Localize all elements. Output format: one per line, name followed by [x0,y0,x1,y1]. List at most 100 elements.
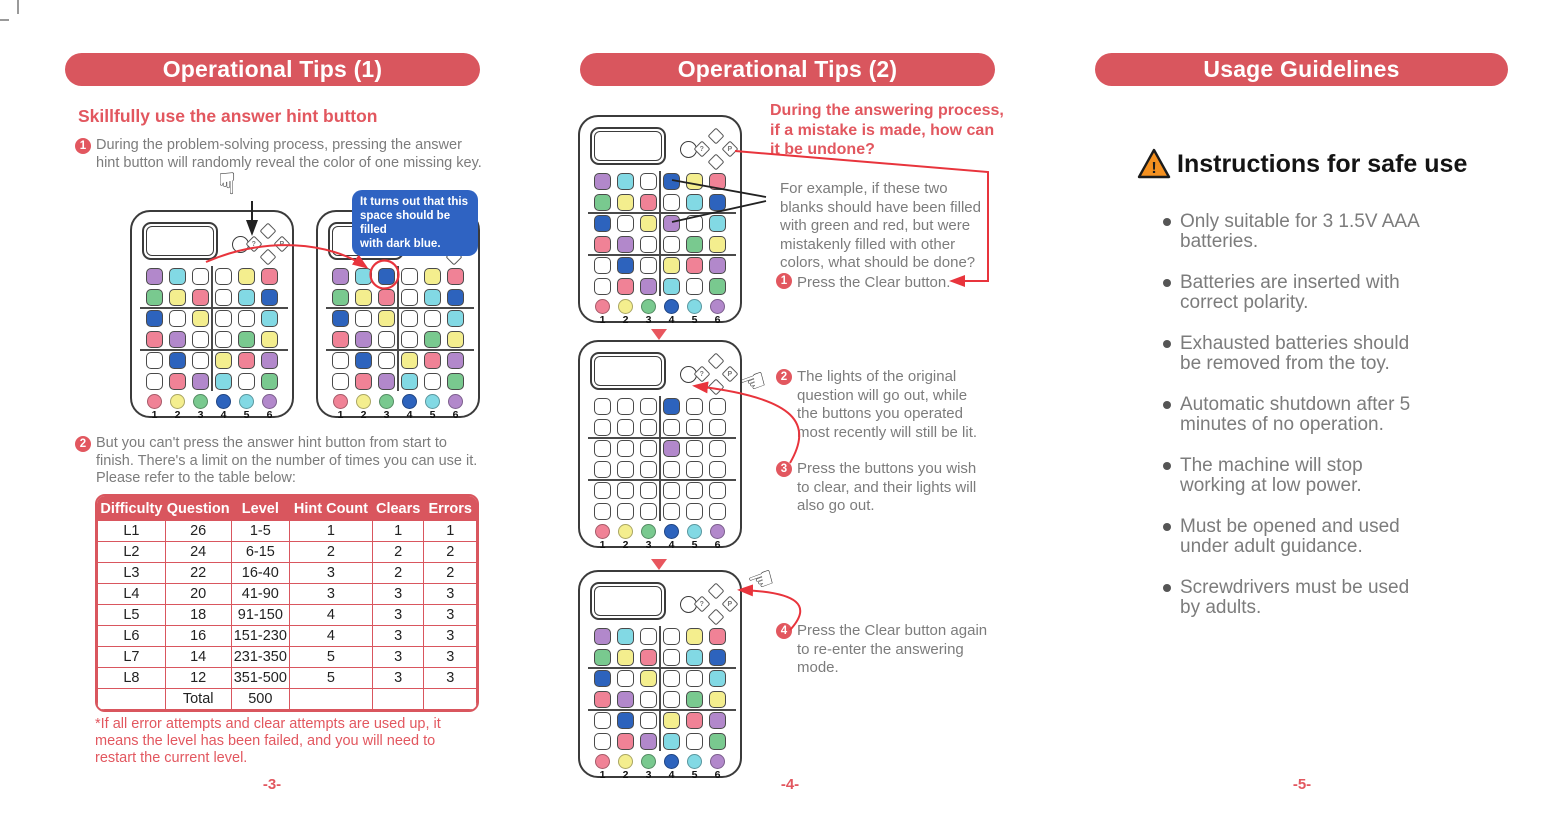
key-cell [378,331,395,348]
down-triangle-icon [651,329,667,340]
key-cell [640,173,657,190]
color-number-label: 6 [714,314,721,326]
step-text: But you can't press the answer hint butt… [96,435,478,486]
key-cell [617,173,634,190]
key-cell [355,331,372,348]
clear-button-glyph: P [727,370,733,378]
key-cell [640,503,657,520]
grid-divider-horizontal [326,349,474,351]
key-cell [686,628,703,645]
table-cell: 4 [289,625,373,647]
key-cell [192,373,209,390]
device-display-inner [594,356,662,386]
key-cell [709,419,726,436]
key-cell [169,373,186,390]
key-cell [594,691,611,708]
key-cell [146,331,163,348]
dpad-bottom-button [707,608,725,626]
key-cell [686,236,703,253]
table-cell: 20 [164,583,232,605]
table-cell: 41-90 [230,583,291,605]
grid-divider-horizontal [588,437,736,439]
key-cell [617,712,634,729]
hint-button: ? [693,140,711,158]
color-number-label: 1 [599,539,606,551]
key-cell [447,268,464,285]
color-select-button [618,524,633,539]
key-cell [640,215,657,232]
key-cell [332,268,349,285]
hint-button: ? [693,595,711,613]
svg-text:!: ! [1151,160,1156,177]
reenter-arrow [737,584,802,631]
key-cell [663,733,680,750]
grid-divider-horizontal [588,479,736,481]
color-number-label: 5 [429,409,436,421]
key-cell [594,215,611,232]
key-cell [401,310,418,327]
table-cell: 151-230 [230,625,291,647]
color-select-button [687,299,702,314]
key-cell [594,712,611,729]
color-number-label: 3 [645,314,652,326]
key-cell [617,278,634,295]
color-number-label: 4 [668,539,675,551]
key-cell [686,670,703,687]
page-number-4: -4- [780,776,800,793]
table-cell: 1 [371,520,425,542]
key-cell [238,352,255,369]
table-cell: L8 [97,667,166,689]
hint-button-glyph: ? [699,600,705,608]
table-cell: 2 [423,541,477,563]
key-cell [169,331,186,348]
color-select-button [170,394,185,409]
table-cell: 1-5 [230,520,291,542]
dpad-bottom-button [707,378,725,396]
key-cell [378,289,395,306]
table-cell: 2 [423,562,477,584]
key-cell [378,373,395,390]
table-cell: 16-40 [230,562,291,584]
key-cell [355,268,372,285]
key-cell [663,257,680,274]
safety-list-item: Screwdrivers must be used by adults. [1163,578,1463,618]
color-select-button [710,754,725,769]
bullet-dot [1163,279,1171,287]
key-cell [686,482,703,499]
key-cell [709,712,726,729]
grid-divider-vertical [397,266,399,391]
pointing-hand-icon: ☜ [742,559,780,602]
crop-mark-horizontal [0,19,9,21]
bullet-dot [1163,462,1171,470]
key-cell [594,628,611,645]
key-cell [594,461,611,478]
key-cell [617,733,634,750]
key-cell [594,278,611,295]
key-cell [146,268,163,285]
clear-button-glyph: P [727,600,733,608]
key-cell [663,419,680,436]
key-cell [709,482,726,499]
key-cell [594,419,611,436]
key-cell [594,482,611,499]
key-cell [594,440,611,457]
table-cell: 26 [164,520,232,542]
key-cell [594,670,611,687]
grid-divider-horizontal [326,307,474,309]
hint-button-glyph: ? [699,145,705,153]
key-cell [686,440,703,457]
key-cell [261,289,278,306]
crop-mark-vertical [17,0,19,14]
color-select-button [641,299,656,314]
step-badge: 2 [75,436,91,452]
speech-bubble: It turns out that this space should be f… [352,190,478,256]
safety-list-text: Only suitable for 3 1.5V AAA batteries. [1180,211,1420,252]
key-cell [238,373,255,390]
color-select-button [618,299,633,314]
step-text: Press the buttons you wish to clear, and… [797,460,977,514]
